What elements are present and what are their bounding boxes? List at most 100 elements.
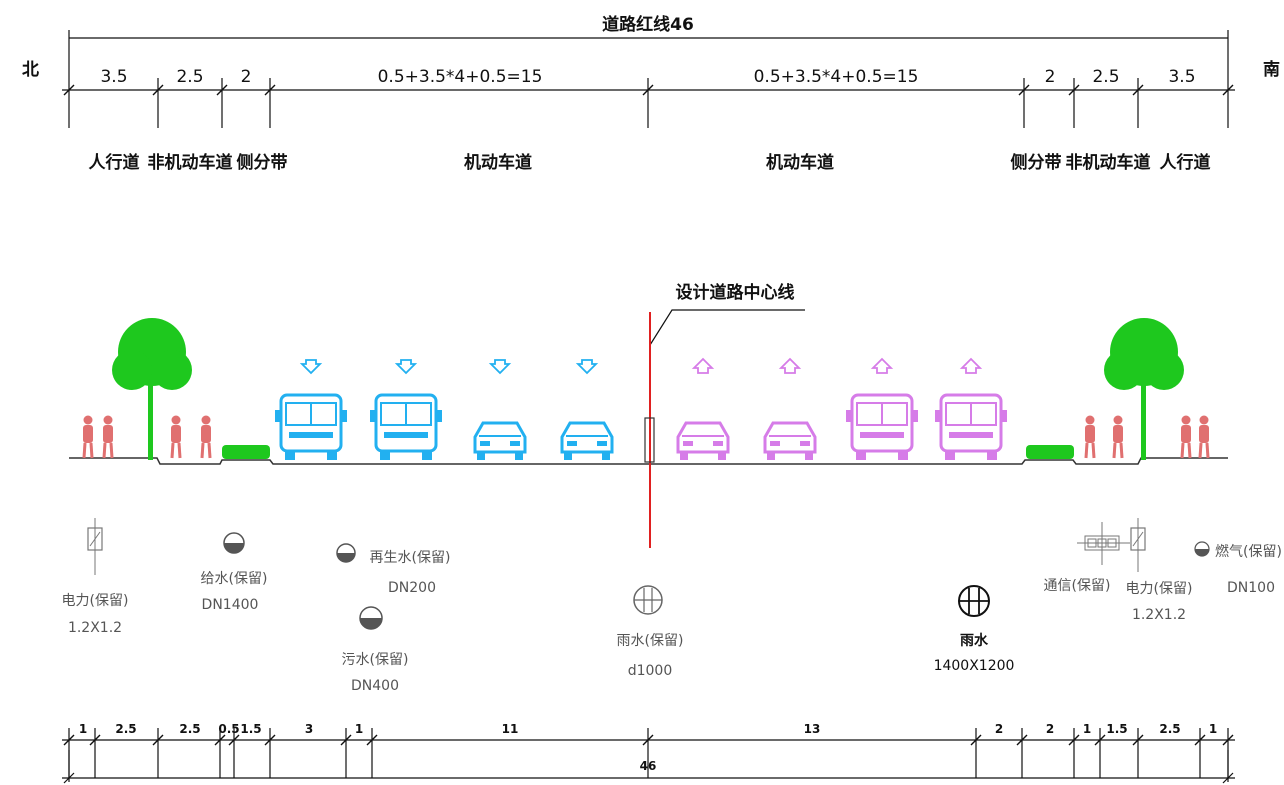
direction-arrow-icon bbox=[575, 359, 599, 375]
zone-label-median: 侧分带 bbox=[1011, 152, 1062, 173]
segment-label: 0.5 bbox=[218, 722, 239, 736]
width-label: 2 bbox=[1045, 67, 1056, 87]
bus-icon bbox=[370, 393, 442, 460]
segment-label: 2.5 bbox=[1159, 722, 1180, 736]
direction-arrow-icon bbox=[691, 357, 715, 374]
direction-arrow-icon bbox=[394, 359, 418, 375]
pipe-name: 再生水(保留) bbox=[370, 550, 451, 566]
zone-label-sidewalk: 人行道 bbox=[89, 152, 140, 173]
pipeline-gas: 燃气(保留) DN100 bbox=[1194, 541, 1282, 596]
width-label: 0.5+3.5*4+0.5=15 bbox=[754, 67, 919, 87]
center-divider-post bbox=[644, 417, 655, 463]
segment-label: 1.5 bbox=[240, 722, 261, 736]
pipe-name: 电力(保留) bbox=[62, 593, 129, 609]
pipe-name: 雨水(保留) bbox=[617, 633, 684, 649]
pipe-size: DN100 bbox=[1227, 580, 1275, 596]
pedestrian-icon bbox=[1084, 415, 1096, 459]
pipe-name: 给水(保留) bbox=[201, 571, 268, 587]
pedestrian-icon bbox=[1198, 415, 1210, 459]
pipeline-telecom: 通信(保留) bbox=[1044, 522, 1130, 594]
north-label: 北 bbox=[22, 60, 39, 80]
bus-icon bbox=[275, 393, 347, 460]
zone-label-motor-lane: 机动车道 bbox=[464, 152, 532, 173]
total-width-label: 46 bbox=[640, 759, 657, 773]
tree-icon bbox=[1104, 318, 1184, 460]
dimension-tick bbox=[642, 728, 654, 778]
dimension-tick bbox=[1132, 728, 1144, 778]
pipe-name: 雨水 bbox=[960, 632, 989, 649]
dimension-tick bbox=[340, 728, 352, 778]
pedestrian-icon bbox=[1112, 415, 1124, 459]
road-red-line-title: 道路红线46 bbox=[602, 14, 694, 35]
median-hedge bbox=[222, 445, 270, 459]
segment-label: 2.5 bbox=[179, 722, 200, 736]
width-label: 2.5 bbox=[176, 67, 203, 87]
dimension-tick bbox=[1094, 728, 1106, 778]
dimension-tick bbox=[214, 728, 226, 778]
median-hedge bbox=[1026, 445, 1074, 459]
width-label: 2.5 bbox=[1092, 67, 1119, 87]
car-icon bbox=[473, 421, 527, 460]
pipeline-power-left: 电力(保留) 1.2X1.2 bbox=[62, 518, 129, 636]
zone-label-bike-lane: 非机动车道 bbox=[148, 152, 233, 173]
dimension-tick bbox=[1132, 78, 1144, 128]
pipe-size: 1.2X1.2 bbox=[1132, 607, 1186, 623]
dimension-tick bbox=[1194, 728, 1206, 778]
width-label: 3.5 bbox=[100, 67, 127, 87]
pipeline-reclaimed-water: 再生水(保留) DN200 bbox=[336, 543, 451, 596]
segment-label: 2 bbox=[995, 722, 1003, 736]
dimension-tick bbox=[366, 728, 378, 778]
pipe-size: 1400X1200 bbox=[934, 658, 1015, 674]
dimension-tick bbox=[1018, 78, 1030, 128]
segment-label: 3 bbox=[305, 722, 313, 736]
dimension-tick bbox=[264, 78, 276, 128]
dimension-tick bbox=[89, 728, 101, 778]
pedestrian-icon bbox=[170, 415, 182, 459]
pipe-size: DN1400 bbox=[202, 597, 259, 613]
pedestrian-icon bbox=[1180, 415, 1192, 459]
pipe-name: 通信(保留) bbox=[1044, 578, 1111, 594]
pipe-size: 1.2X1.2 bbox=[68, 620, 122, 636]
segment-label: 1 bbox=[1083, 722, 1091, 736]
car-icon bbox=[560, 421, 614, 460]
pedestrian-icon bbox=[82, 415, 94, 459]
ground-profile bbox=[69, 457, 1228, 465]
bus-icon bbox=[935, 393, 1007, 460]
pedestrian-icon bbox=[102, 415, 114, 459]
pipeline-power-right: 电力(保留) 1.2X1.2 bbox=[1126, 518, 1193, 623]
segment-label: 13 bbox=[804, 722, 821, 736]
pipeline-storm-right: 雨水 1400X1200 bbox=[934, 585, 1015, 674]
segment-label: 1.5 bbox=[1106, 722, 1127, 736]
segment-label: 2 bbox=[1046, 722, 1054, 736]
zone-label-bike-lane: 非机动车道 bbox=[1066, 152, 1151, 173]
pipe-size: d1000 bbox=[628, 663, 673, 679]
top-dimension-ticks bbox=[63, 78, 1234, 128]
pipe-size: DN200 bbox=[388, 580, 436, 596]
dimension-tick bbox=[264, 728, 276, 778]
centerline-leader bbox=[649, 309, 805, 346]
zone-labels: 人行道 非机动车道 侧分带 机动车道 机动车道 侧分带 非机动车道 人行道 bbox=[89, 152, 1211, 173]
pipe-size: DN400 bbox=[351, 678, 399, 694]
width-label: 0.5+3.5*4+0.5=15 bbox=[378, 67, 543, 87]
dimension-tick bbox=[216, 78, 228, 128]
dimension-tick bbox=[1016, 728, 1028, 778]
car-icon bbox=[763, 421, 817, 460]
south-label: 南 bbox=[1263, 59, 1280, 80]
centerline-label: 设计道路中心线 bbox=[676, 282, 795, 303]
pipeline-water-supply: 给水(保留) DN1400 bbox=[201, 532, 268, 613]
direction-arrows bbox=[299, 357, 983, 375]
width-label: 2 bbox=[241, 67, 252, 87]
pedestrian-icon bbox=[200, 415, 212, 459]
pipe-name: 污水(保留) bbox=[342, 652, 409, 668]
pipeline-sewage: 污水(保留) DN400 bbox=[342, 606, 409, 694]
segment-label: 1 bbox=[355, 722, 363, 736]
dimension-tick bbox=[1068, 728, 1080, 778]
direction-arrow-icon bbox=[870, 357, 894, 374]
dimension-tick bbox=[152, 728, 164, 778]
segment-label: 2.5 bbox=[115, 722, 136, 736]
direction-arrow-icon bbox=[778, 357, 802, 374]
zone-label-median: 侧分带 bbox=[237, 152, 288, 173]
direction-arrow-icon bbox=[299, 359, 323, 375]
direction-arrow-icon bbox=[959, 357, 983, 374]
pipe-name: 电力(保留) bbox=[1126, 581, 1193, 597]
